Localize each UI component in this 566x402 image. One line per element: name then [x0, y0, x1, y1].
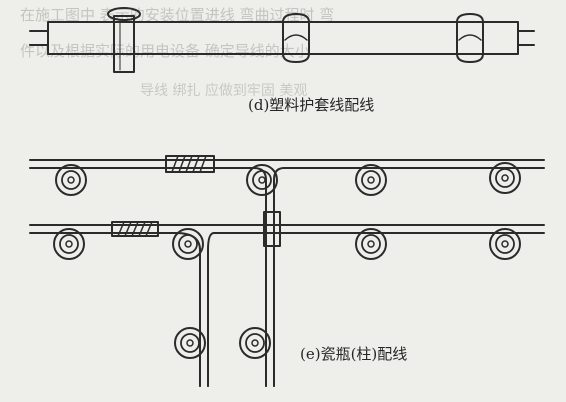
sheathed-cable-clip-icon	[282, 13, 310, 63]
porcelain-insulator-icon	[246, 164, 278, 196]
bleed-text-line-3: 导线 绑扎 应做到牢固 美观	[140, 83, 308, 99]
bleed-text-line-1: 在施工图中 表示的安装位置进线 弯曲过程时 弯	[20, 6, 335, 24]
wire-binding-icon	[165, 155, 215, 173]
branch-wire-upper	[273, 167, 285, 387]
insulator-wiring-section	[29, 155, 545, 387]
crossing-sleeve	[263, 211, 281, 247]
bleed-text-line-2: 件以及根据实际的用电设备 确定导线的大小	[20, 42, 310, 60]
porcelain-insulator-icon	[239, 327, 271, 359]
porcelain-insulator-icon	[355, 228, 387, 260]
branch-wire-lower	[207, 232, 215, 387]
nail-icon	[107, 7, 141, 73]
wire-binding-icon	[111, 221, 159, 237]
sheathed-cable-clip-icon	[456, 13, 484, 63]
porcelain-insulator-icon	[172, 228, 204, 260]
caption-d: (d)塑料护套线配线	[248, 96, 375, 114]
porcelain-insulator-icon	[489, 228, 521, 260]
porcelain-insulator-icon	[355, 164, 387, 196]
sheathed-cable-section	[29, 7, 535, 73]
porcelain-insulator-icon	[55, 164, 87, 196]
branch-wire-upper	[253, 167, 267, 387]
caption-e: (e)瓷瓶(柱)配线	[300, 345, 408, 363]
porcelain-insulator-icon	[489, 162, 521, 194]
porcelain-insulator-icon	[53, 228, 85, 260]
